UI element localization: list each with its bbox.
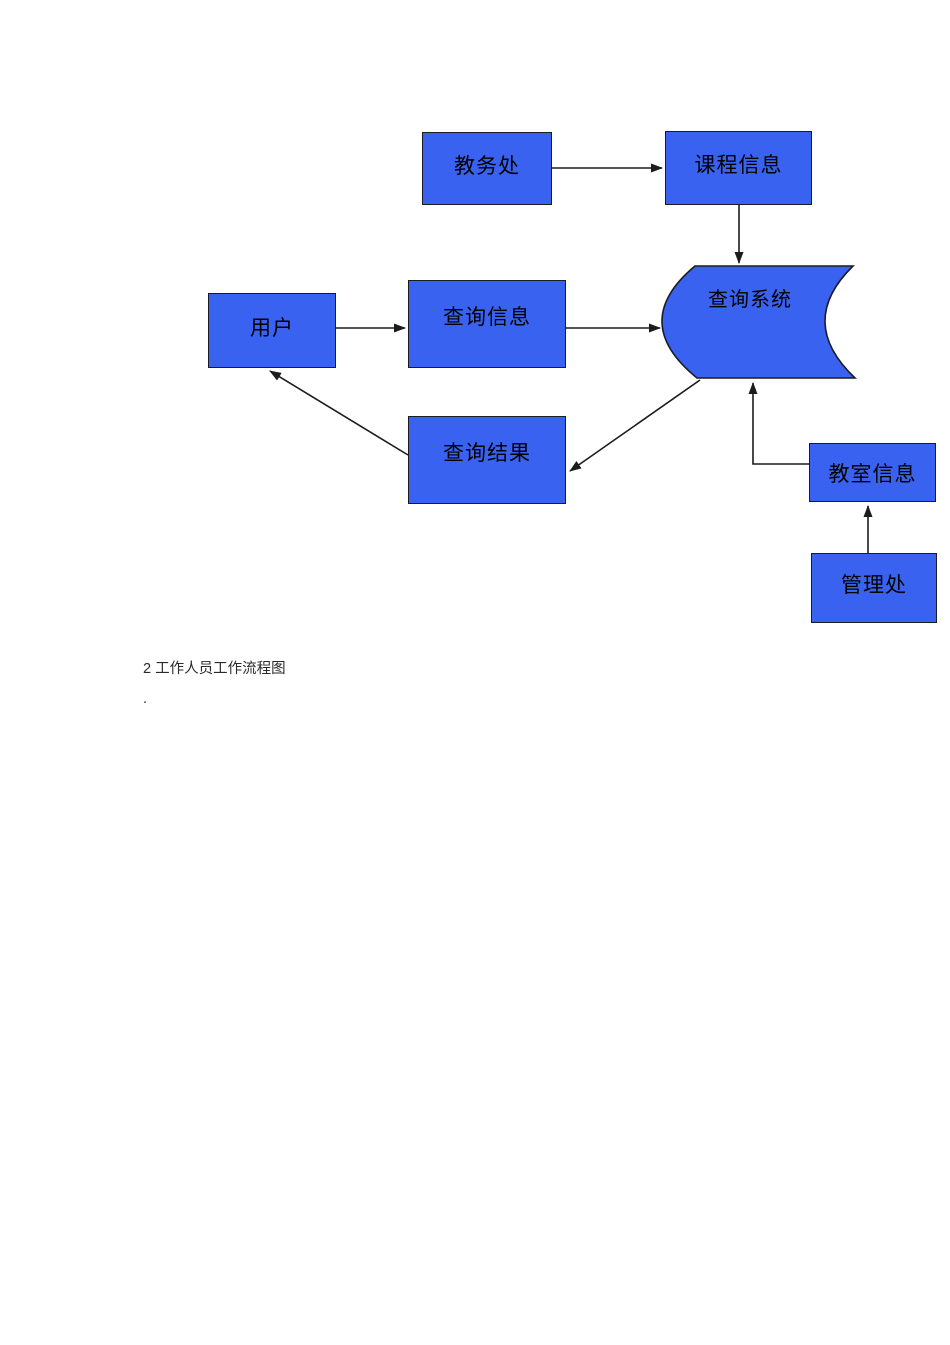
node-management-office: 管理处 — [811, 553, 937, 623]
node-user: 用户 — [208, 293, 336, 368]
node-query-info-label: 查询信息 — [443, 305, 531, 329]
connector-layer — [269, 163, 873, 553]
node-query-result-label: 查询结果 — [443, 441, 531, 465]
figure-caption-period: . — [143, 690, 148, 707]
node-user-label: 用户 — [250, 315, 294, 340]
node-academic-affairs-label: 教务处 — [454, 153, 520, 178]
node-classroom-info-label: 教室信息 — [828, 461, 917, 486]
arrow-queryresult-to-user — [269, 370, 409, 456]
arrow-system-to-queryresult — [569, 379, 701, 472]
node-course-info-label: 课程信息 — [694, 153, 783, 177]
arrow-classroom-to-system — [748, 382, 809, 465]
node-query-system-label: 查询系统 — [708, 289, 792, 311]
node-management-office-label: 管理处 — [841, 573, 907, 597]
node-academic-affairs: 教务处 — [422, 132, 552, 205]
figure-caption-title: 2 工作人员工作流程图 — [143, 661, 286, 677]
flow-diagram: 教务处 课程信息 用户 查询信息 查询结果 教室信息 管理处 查询系统 — [0, 0, 950, 660]
node-course-info: 课程信息 — [665, 131, 812, 205]
node-classroom-info: 教室信息 — [809, 443, 936, 502]
figure-caption: 2 工作人员工作流程图 . — [143, 661, 286, 708]
node-query-info: 查询信息 — [408, 280, 566, 368]
node-query-result: 查询结果 — [408, 416, 566, 504]
query-system-shape — [661, 265, 858, 379]
